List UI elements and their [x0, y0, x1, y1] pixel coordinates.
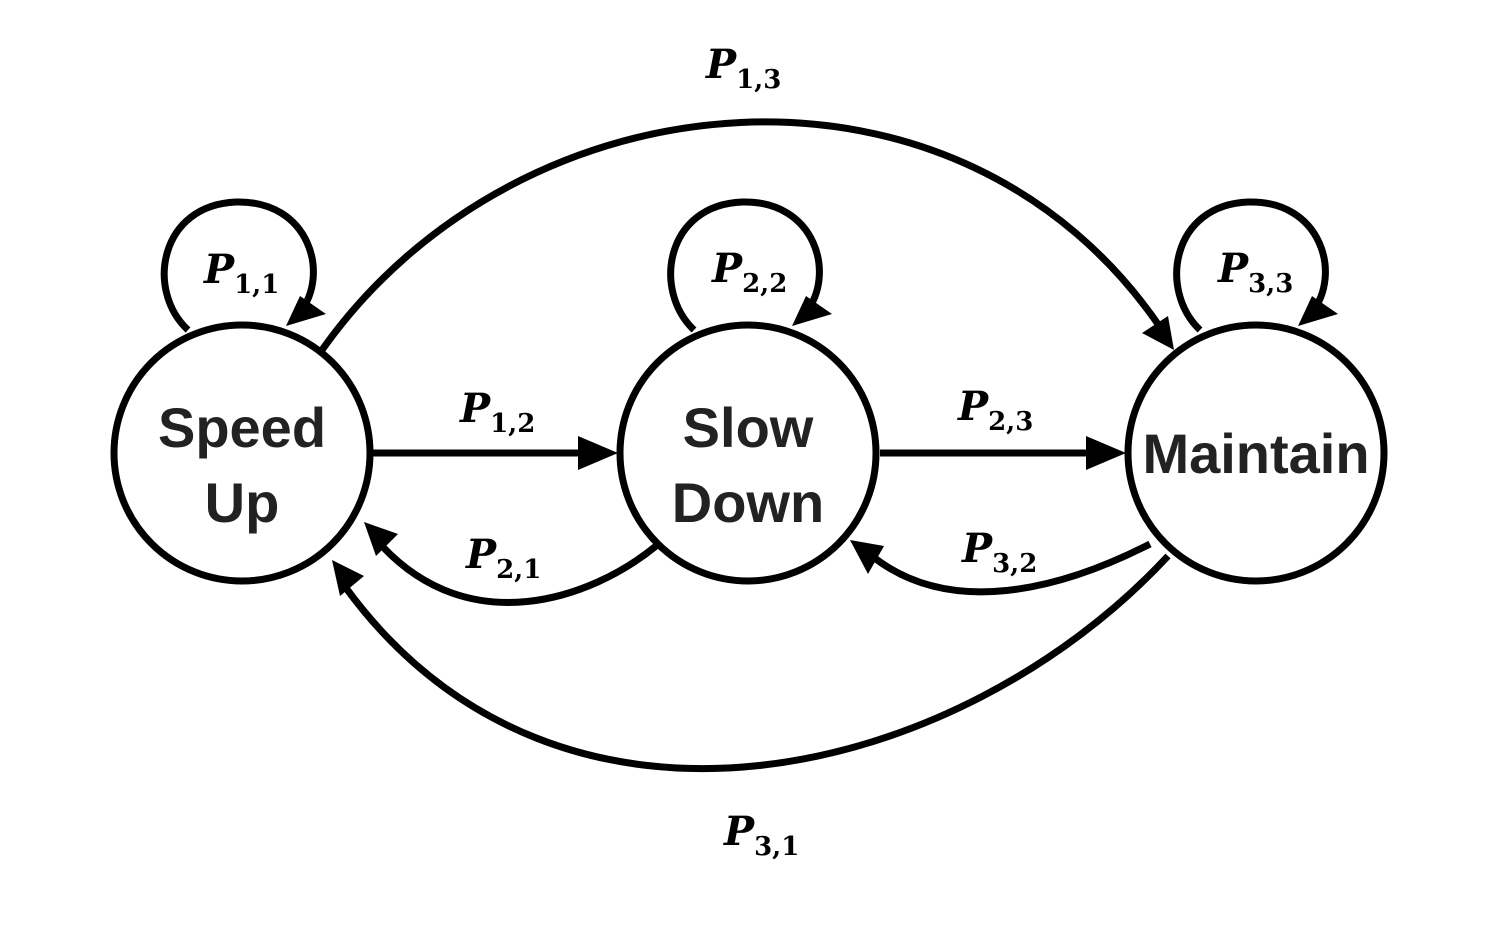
state-slow-down-line1: Slow	[683, 396, 814, 459]
label-p13: P1,3	[705, 41, 781, 95]
state-speed-up-line2: Up	[205, 471, 280, 534]
state-slow-down: Slow Down	[616, 321, 880, 585]
label-p23: P2,3	[957, 383, 1033, 437]
arrowhead-p32	[850, 540, 884, 574]
edge-p21	[379, 543, 659, 606]
state-maintain: Maintain	[1124, 321, 1388, 585]
label-p11: P1,1	[203, 246, 279, 300]
edge-p11	[160, 198, 317, 333]
arrowhead-p22	[792, 296, 832, 326]
edge-p31	[343, 553, 1171, 772]
label-p21: P2,1	[465, 531, 541, 585]
state-speed-up: Speed Up	[110, 321, 374, 585]
label-p22: P2,2	[711, 245, 787, 299]
state-slow-down-line2: Down	[672, 471, 824, 534]
state-maintain-line1: Maintain	[1142, 422, 1369, 485]
state-speed-up-line1: Speed	[158, 396, 326, 459]
arrowhead-p11	[286, 296, 326, 326]
label-p12: P1,2	[459, 385, 535, 439]
arrowhead-p31	[332, 560, 364, 596]
edge-p33	[1173, 198, 1329, 333]
arrowhead-p33	[1298, 296, 1338, 326]
arrowhead-p21	[364, 522, 398, 556]
label-p32: P3,2	[961, 525, 1037, 579]
label-p31: P3,1	[723, 808, 799, 862]
arrowhead-p13	[1142, 316, 1174, 350]
arrowhead-p23	[1086, 436, 1126, 470]
edge-p13	[319, 118, 1165, 353]
edge-p22	[667, 198, 823, 333]
label-p33: P3,3	[1217, 245, 1293, 299]
edge-p32	[869, 540, 1152, 596]
arrowhead-p12	[578, 436, 618, 470]
